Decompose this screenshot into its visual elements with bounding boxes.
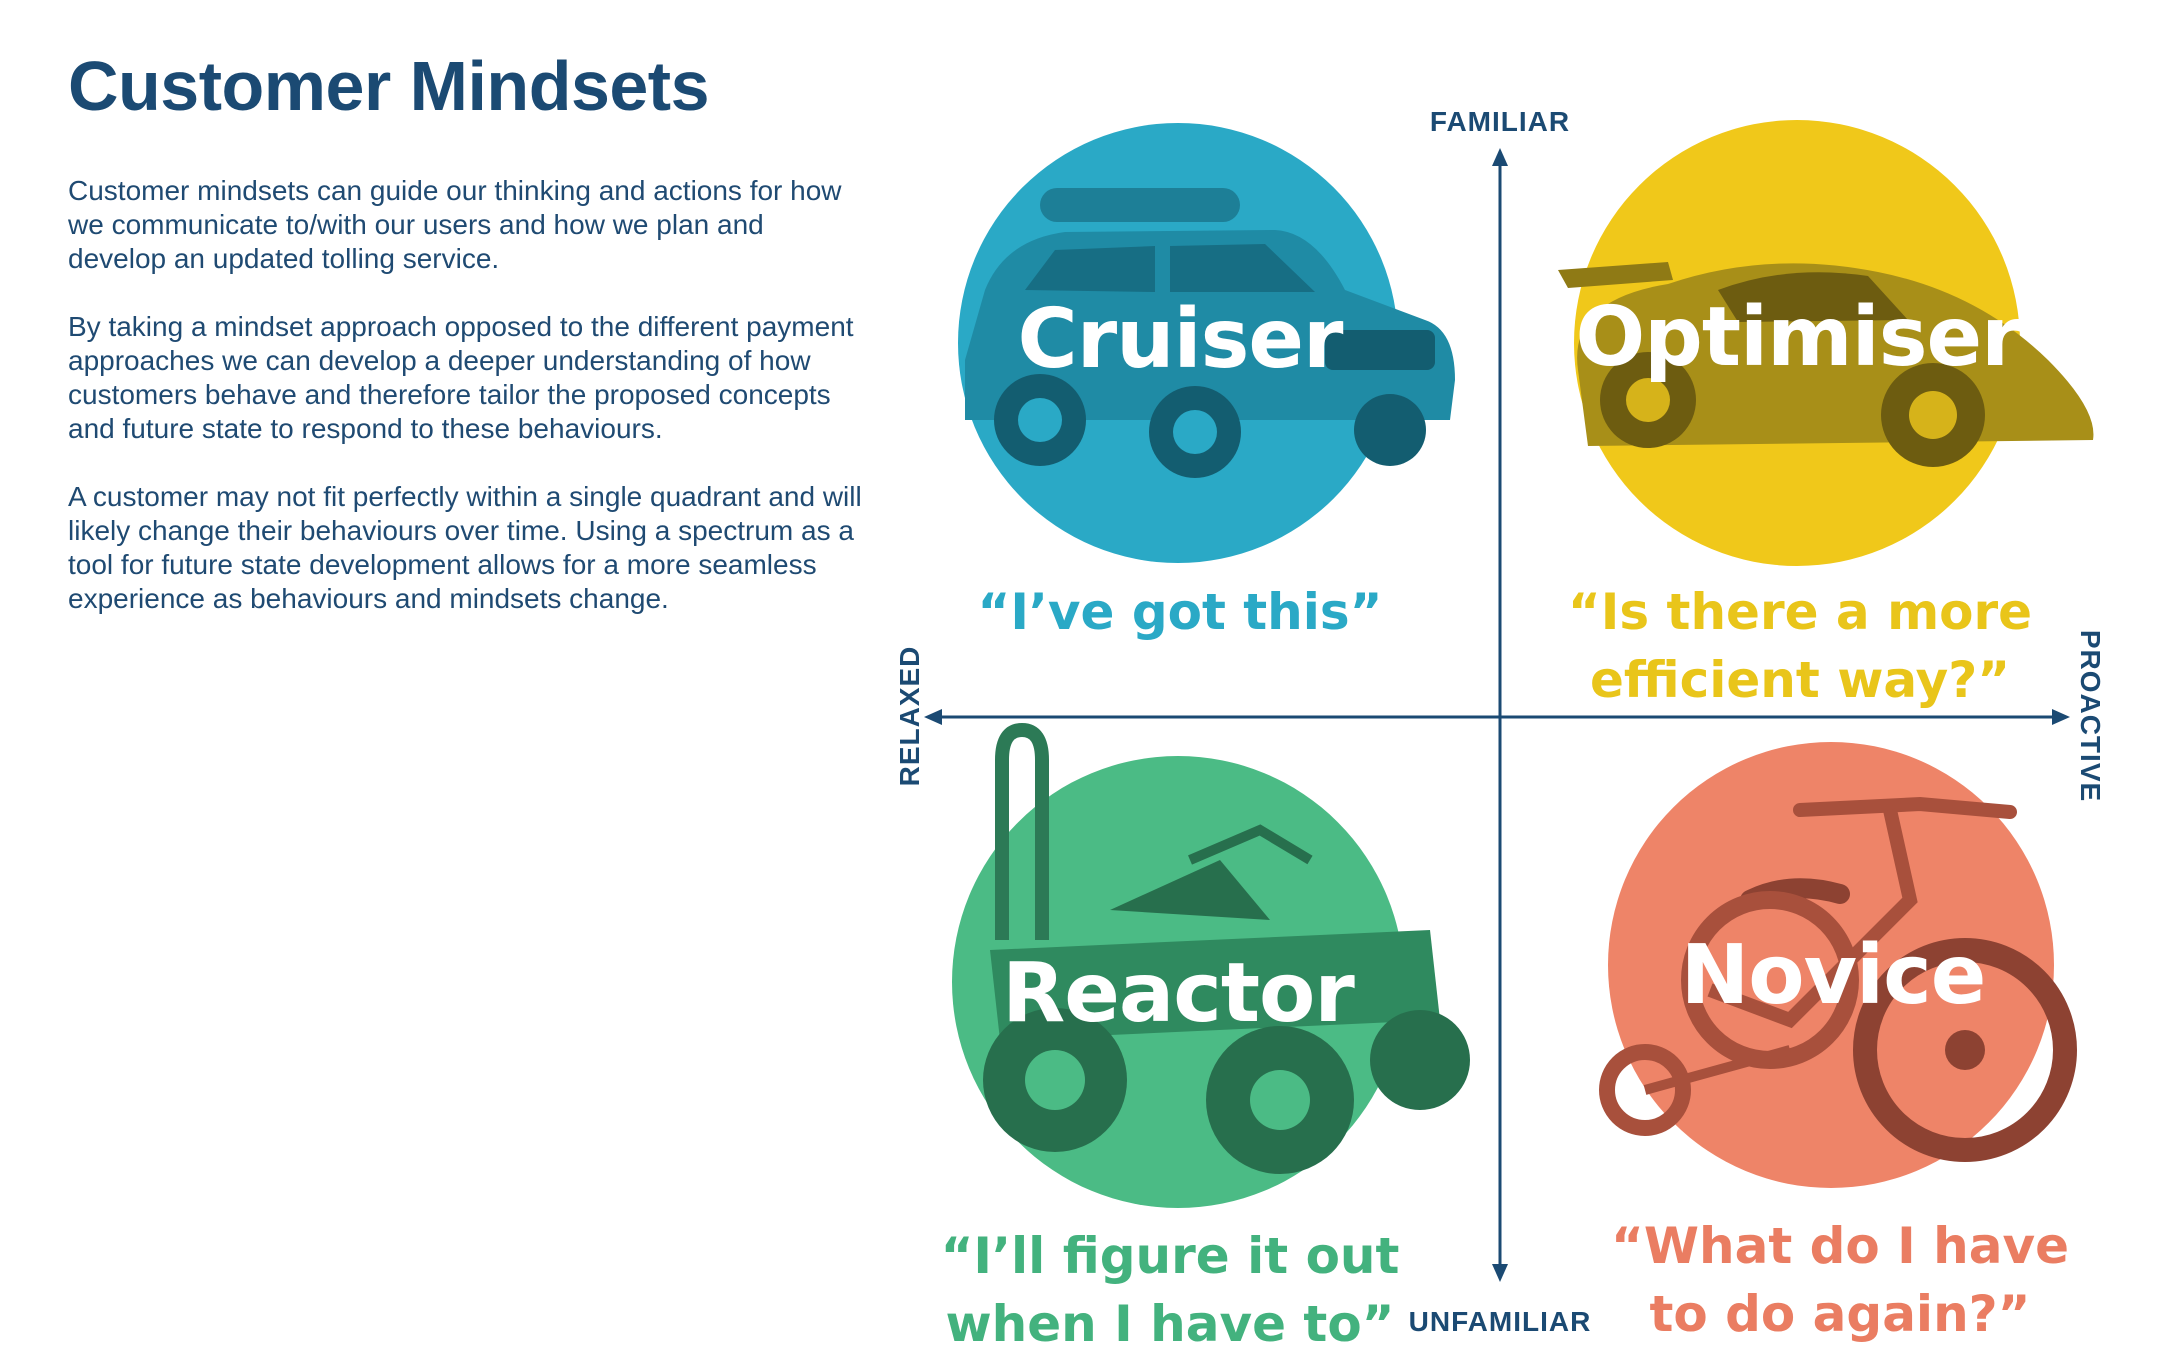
arrow-up-icon bbox=[1492, 148, 1508, 166]
quote-line: “What do I have bbox=[1610, 1217, 2070, 1275]
axis-label-familiar: FAMILIAR bbox=[1429, 106, 1571, 137]
mindset-name-optimiser: Optimiser bbox=[1575, 290, 2021, 385]
page-title: Customer Mindsets bbox=[68, 47, 710, 125]
training-bike-icon bbox=[1599, 796, 2077, 1162]
quote-line: “I’ll figure it out bbox=[940, 1227, 1400, 1285]
suv-car-icon bbox=[965, 188, 1455, 478]
quote-novice: “What do I have to do again?” bbox=[1590, 1212, 2090, 1348]
quote-cruiser: “I’ve got this” bbox=[930, 578, 1430, 646]
quote-optimiser: “Is there a more efficient way?” bbox=[1540, 578, 2060, 714]
mindset-name-cruiser: Cruiser bbox=[1017, 292, 1344, 387]
quote-line: to do again?” bbox=[1649, 1285, 2031, 1343]
intro-paragraph: A customer may not fit perfectly within … bbox=[68, 481, 862, 614]
quote-reactor: “I’ll figure it out when I have to” bbox=[920, 1222, 1420, 1358]
axis-label-relaxed: RELAXED bbox=[894, 645, 925, 787]
mindset-name-novice: Novice bbox=[1680, 928, 1987, 1023]
quote-line: “I’ve got this” bbox=[977, 583, 1383, 641]
intro-text: Customer mindsets can guide our thinking… bbox=[68, 174, 868, 650]
sports-car-icon bbox=[1558, 262, 2094, 467]
mindset-name-reactor: Reactor bbox=[1002, 946, 1355, 1041]
quad-bike-icon bbox=[983, 722, 1470, 1174]
arrow-down-icon bbox=[1492, 1264, 1508, 1282]
quote-line: “Is there a more bbox=[1567, 583, 2033, 641]
intro-paragraph: Customer mindsets can guide our thinking… bbox=[68, 175, 842, 274]
arrow-left-icon bbox=[924, 709, 942, 725]
intro-paragraph: By taking a mindset approach opposed to … bbox=[68, 311, 854, 444]
quote-line: efficient way?” bbox=[1589, 651, 2011, 709]
quote-line: when I have to” bbox=[945, 1295, 1395, 1353]
axis-label-unfamiliar: UNFAMILIAR bbox=[1408, 1306, 1592, 1337]
